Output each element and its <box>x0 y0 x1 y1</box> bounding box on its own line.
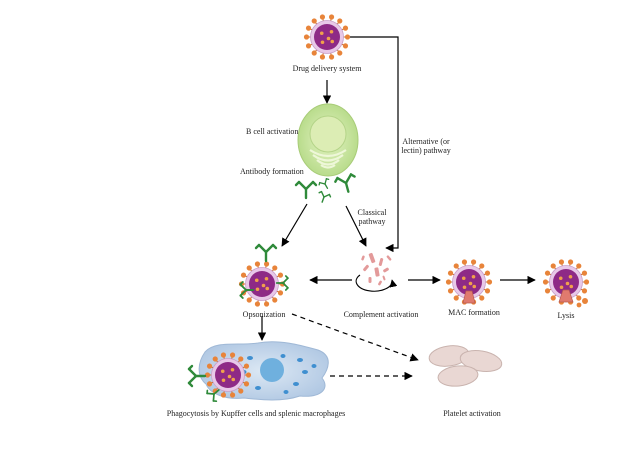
arrow-antibody-to-opsonization <box>281 203 308 247</box>
arrow-alternative-pathway <box>350 36 399 253</box>
label-drug-delivery-system: Drug delivery system <box>292 64 362 73</box>
label-platelet-activation: Platelet activation <box>443 409 501 418</box>
platelet <box>437 365 479 387</box>
antibody <box>318 178 330 189</box>
complement-fragment <box>378 258 384 266</box>
complement-cycle-arrow <box>355 274 398 292</box>
phagocytosed-particle <box>204 352 252 398</box>
complement-fragment <box>386 255 392 261</box>
label-complement-activation: Complement activation <box>343 310 419 319</box>
complement-fragment <box>382 275 386 281</box>
free-antibodies <box>294 173 356 203</box>
drug-delivery-particle <box>303 14 351 60</box>
label-opsonization: Opsonization <box>242 310 286 319</box>
b-cell-nucleus <box>309 115 347 153</box>
b-cell-er <box>309 149 347 169</box>
complement-fragment <box>368 277 372 283</box>
complement-fragment <box>374 267 380 277</box>
complement-fragment <box>368 252 376 264</box>
label-lysis: Lysis <box>557 311 575 320</box>
bound-antibody <box>254 243 278 263</box>
lysed-particle <box>542 259 590 308</box>
b-cell <box>297 103 359 177</box>
complement-fragment <box>361 255 365 261</box>
nanoparticles <box>204 14 590 398</box>
bound-antibody <box>206 389 220 403</box>
mac-particle <box>445 259 493 305</box>
arrow-classical-pathway <box>345 205 367 247</box>
complement-fragment <box>383 267 389 273</box>
macrophage-nucleus <box>260 358 284 382</box>
label-alternative-pathway: Alternative (or lectin) pathway <box>401 137 451 155</box>
antibody <box>318 190 332 203</box>
bound-antibody <box>275 275 289 291</box>
label-antibody-formation: Antibody formation <box>240 167 304 176</box>
bound-antibodies <box>187 243 289 403</box>
platelets <box>428 345 503 387</box>
label-mac-formation: MAC formation <box>448 308 500 317</box>
label-b-cell-activation: B cell activation <box>246 127 299 136</box>
antibody <box>294 180 318 200</box>
arrows <box>257 36 536 381</box>
bound-antibody <box>239 281 255 299</box>
platelet <box>459 349 503 373</box>
complement-fragments <box>355 252 398 292</box>
label-classical-pathway: Classical pathway <box>357 208 387 226</box>
label-phagocytosis: Phagocytosis by Kupffer cells and spleni… <box>166 409 346 418</box>
bound-antibody <box>187 364 207 388</box>
opsonized-particle <box>238 261 286 307</box>
arrow-opsonization-to-platelet <box>291 313 419 362</box>
macrophage-granules <box>241 354 317 394</box>
antibody <box>334 173 356 193</box>
complement-fragment <box>378 280 382 286</box>
complement-fragment <box>363 264 369 272</box>
